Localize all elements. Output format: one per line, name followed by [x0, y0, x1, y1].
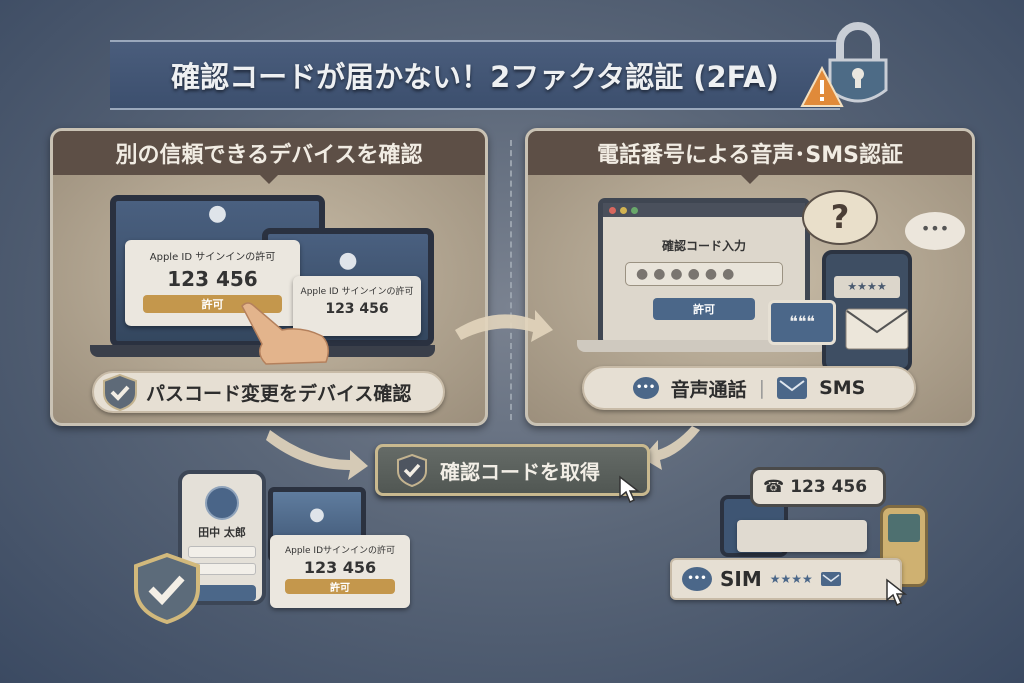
- voice-sms-pill: ••• 音声通話 | SMS: [582, 366, 916, 410]
- input-bar: [737, 520, 867, 552]
- phone-button[interactable]: [188, 585, 256, 601]
- arrow-down-left-icon: [642, 426, 700, 470]
- pill-label: パスコード変更をデバイス確認: [146, 382, 412, 405]
- signin-dialog: Apple ID サインインの許可 123 456 許可: [125, 240, 300, 326]
- code-input[interactable]: ●●●●●●: [625, 262, 783, 286]
- panel-header-text: 電話番号による音声･SMS認証: [597, 143, 903, 168]
- shield-check-icon: [397, 453, 427, 487]
- avatar: [205, 486, 239, 520]
- lock-warning-icon: [800, 22, 888, 107]
- apple-logo-icon: ●: [207, 201, 228, 226]
- verification-code: 123 456: [325, 301, 389, 317]
- phone-icon: ☎: [763, 477, 785, 497]
- allow-button[interactable]: 許可: [653, 298, 755, 320]
- question-bubble-icon: ?: [802, 190, 878, 245]
- get-code-label: 確認コードを取得: [440, 459, 600, 484]
- shield-check-icon: [103, 373, 137, 411]
- shield-check-icon: [134, 552, 200, 624]
- sim-label: SIM: [720, 567, 762, 591]
- code-bubble: ☎123 456: [750, 467, 886, 507]
- title-banner: 確認コードが届かない！2ファクタ認証 (2FA): [110, 40, 840, 110]
- arrow-right-icon: [455, 310, 553, 342]
- verification-code: 123 456: [167, 267, 258, 291]
- page-title: 確認コードが届かない！2ファクタ認証 (2FA): [171, 60, 779, 94]
- dialog-title: Apple ID サインインの許可: [300, 287, 414, 297]
- cursor-icon: [619, 475, 641, 504]
- apple-logo-icon: ●: [338, 248, 358, 273]
- signin-dialog-small: Apple IDサインインの許可 123 456 許可: [270, 535, 410, 608]
- separator: |: [758, 377, 766, 399]
- dialog-title: Apple ID サインインの許可: [149, 252, 276, 263]
- allow-button[interactable]: 許可: [285, 579, 395, 594]
- panel-header: 電話番号による音声･SMS認証: [528, 131, 972, 184]
- masked-code: ★★★★: [769, 572, 813, 586]
- device-confirm-pill: パスコード変更をデバイス確認: [92, 371, 445, 413]
- sms-label[interactable]: SMS: [819, 377, 866, 399]
- mail-icon: [820, 572, 841, 586]
- contact-name: 田中 太郎: [198, 526, 246, 539]
- signin-dialog-tablet: Apple ID サインインの許可 123 456: [293, 276, 421, 336]
- dialog-title: Apple IDサインインの許可: [284, 546, 396, 556]
- laptop-base: [577, 340, 827, 352]
- arrow-down-right-icon: [266, 430, 368, 480]
- pointing-hand-icon: [241, 302, 329, 365]
- sim-pill[interactable]: ••• SIM ★★★★: [670, 558, 902, 600]
- apple-logo-icon: ●: [309, 504, 325, 525]
- envelope-icon: [845, 308, 909, 350]
- speech-bubble-icon: •••: [682, 567, 712, 591]
- cursor-icon: [886, 578, 908, 607]
- masked-code: ★★★★: [834, 276, 900, 298]
- message-bubble-icon: ❝❝❝: [768, 300, 836, 345]
- mail-icon: [777, 377, 808, 399]
- verification-code: 123 456: [303, 558, 377, 577]
- divider: [510, 140, 512, 420]
- bubble-code: 123 456: [790, 477, 868, 497]
- panel-header-text: 別の信頼できるデバイスを確認: [115, 143, 423, 168]
- panel-header: 別の信頼できるデバイスを確認: [53, 131, 485, 184]
- chat-dots-icon: •••: [905, 212, 965, 250]
- voice-call-label[interactable]: 音声通話: [670, 378, 747, 401]
- code-entry-title: 確認コード入力: [661, 239, 746, 253]
- speech-bubble-icon: •••: [632, 377, 659, 399]
- get-code-button[interactable]: 確認コードを取得: [375, 444, 650, 496]
